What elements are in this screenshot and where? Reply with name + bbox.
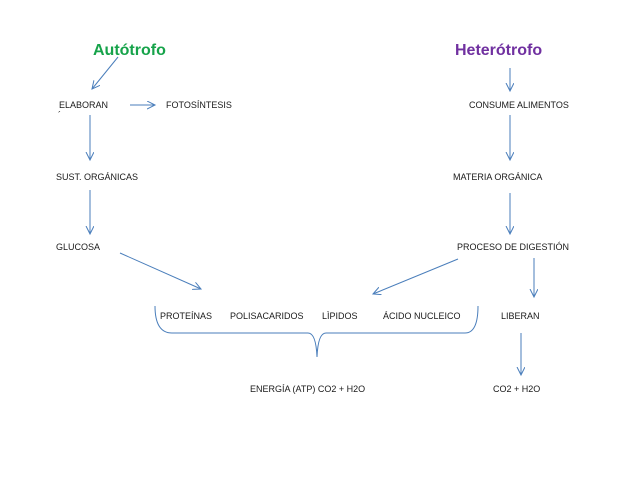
label-lipidos: LÌPIDOS: [322, 311, 358, 321]
label-elaboran: ELABORAN: [59, 100, 109, 110]
brace-molecules: [154, 305, 479, 358]
label-glucosa: GLUCOSA: [56, 242, 101, 252]
arrow-autotrofo-to-elaboran: [92, 56, 119, 89]
title-heterotrofo: Heterótrofo: [455, 42, 543, 59]
label-consume-alimentos: CONSUME ALIMENTOS: [469, 100, 569, 110]
label-materia-organica: MATERIA ORGÁNICA: [453, 172, 543, 182]
label-tick: ´: [58, 110, 61, 120]
label-proceso-digestion: PROCESO DE DIGESTIÓN: [457, 242, 570, 252]
label-fotosintesis: FOTOSÍNTESIS: [166, 100, 232, 110]
label-proteinas: PROTEÍNAS: [160, 311, 213, 321]
arrow-proceso-to-nucleico: [373, 258, 459, 294]
label-energia: ENERGÍA (ATP) CO2 + H2O: [250, 384, 366, 394]
label-acido-nucleico: ÁCIDO NUCLEICO: [383, 311, 461, 321]
title-autotrofo: Autótrofo: [93, 42, 166, 59]
label-polisacaridos: POLISACARIDOS: [230, 311, 304, 321]
label-liberan: LIBERAN: [501, 311, 540, 321]
label-co2-h2o: CO2 + H2O: [493, 384, 541, 394]
arrow-glucosa-to-proteinas: [119, 252, 201, 289]
label-sust-organicas: SUST. ORGÁNICAS: [56, 172, 139, 182]
